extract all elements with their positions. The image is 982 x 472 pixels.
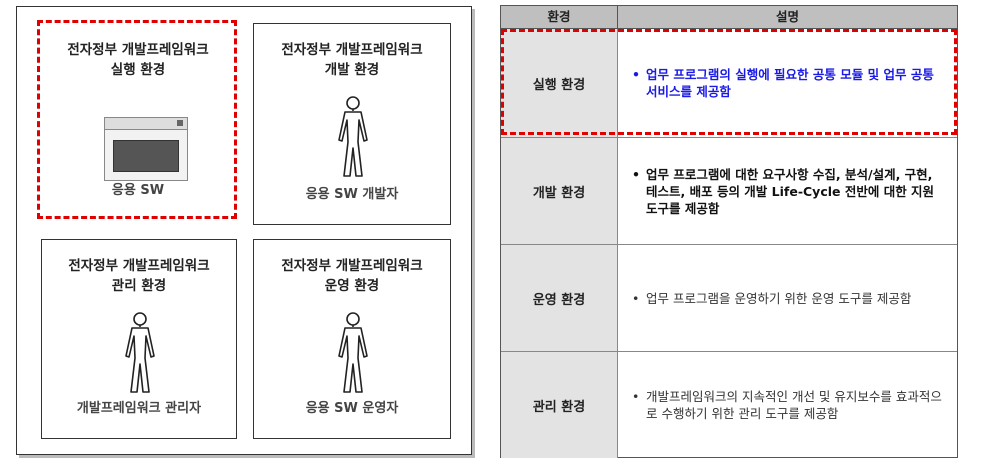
table-row-ops: 운영 환경 • 업무 프로그램을 운영하기 위한 운영 도구를 제공함	[501, 245, 957, 352]
box-runtime-caption: 응용 SW	[111, 183, 165, 198]
row-desc-cell: • 업무 프로그램의 실행에 필요한 공통 모듈 및 업무 공통서비스를 제공함	[618, 29, 957, 137]
row-desc-cell: • 업무 프로그램을 운영하기 위한 운영 도구를 제공함	[618, 245, 957, 351]
runtime-highlight-frame	[37, 20, 237, 219]
row-env-label: 실행 환경	[501, 29, 618, 137]
box-runtime-env: 전자정부 개발프레임워크 실행 환경 응용 SW	[41, 23, 235, 221]
box-dev-env: 전자정부 개발프레임워크 개발 환경 응용 SW 개발자	[253, 23, 451, 225]
person-icon	[338, 312, 368, 393]
runtime-row-highlight-frame	[501, 29, 957, 135]
bullet: •	[632, 389, 640, 404]
box-ops-caption: 응용 SW 운영자	[305, 401, 399, 416]
bullet: •	[632, 166, 640, 182]
box-mgmt-env: 전자정부 개발프레임워크 관리 환경 개발프레임워크 관리자	[41, 239, 237, 439]
box-dev-title-line1: 전자정부 개발프레임워크	[281, 42, 423, 58]
box-ops-env: 전자정부 개발프레임워크 운영 환경 응용 SW 운영자	[253, 239, 451, 439]
framework-diagram: 전자정부 개발프레임워크 실행 환경 응용 SW 전자정부 개발프레임워크 개발…	[16, 6, 472, 455]
row-desc: • 업무 프로그램을 운영하기 위한 운영 도구를 제공함	[626, 290, 911, 307]
row-desc: • 업무 프로그램에 대한 요구사항 수집, 분석/설계, 구현, 테스트, 배…	[626, 166, 943, 217]
row-desc-cell: • 개발프레임워크의 지속적인 개선 및 유지보수를 효과적으로 수행하기 위한…	[618, 352, 957, 458]
box-dev-title: 전자정부 개발프레임워크 개발 환경	[254, 40, 450, 80]
row-desc-text: 업무 프로그램에 대한 요구사항 수집, 분석/설계, 구현, 테스트, 배포 …	[646, 166, 935, 216]
person-icon	[125, 312, 155, 393]
box-dev-title-line2: 개발 환경	[324, 62, 380, 78]
box-dev-caption: 응용 SW 개발자	[305, 187, 399, 202]
row-desc: • 개발프레임워크의 지속적인 개선 및 유지보수를 효과적으로 수행하기 위한…	[626, 388, 943, 422]
header-env: 환경	[501, 6, 618, 28]
box-ops-title-line2: 운영 환경	[324, 278, 380, 294]
box-mgmt-title: 전자정부 개발프레임워크 관리 환경	[42, 256, 236, 296]
person-icon	[338, 96, 368, 177]
row-desc-text: 개발프레임워크의 지속적인 개선 및 유지보수를 효과적으로 수행하기 위한 관…	[646, 389, 942, 421]
row-env-label: 운영 환경	[501, 245, 618, 351]
table-header: 환경 설명	[501, 6, 957, 29]
box-ops-title: 전자정부 개발프레임워크 운영 환경	[254, 256, 450, 296]
box-runtime-title-line2: 실행 환경	[110, 62, 166, 78]
header-desc: 설명	[775, 9, 799, 24]
bullet: •	[632, 290, 640, 306]
environment-table: 환경 설명 실행 환경 • 업무 프로그램의 실행에 필요한 공통 모듈 및 업…	[500, 5, 958, 458]
table-row-runtime: 실행 환경 • 업무 프로그램의 실행에 필요한 공통 모듈 및 업무 공통서비…	[501, 29, 957, 138]
box-mgmt-title-line1: 전자정부 개발프레임워크	[68, 258, 210, 274]
table-row-mgmt: 관리 환경 • 개발프레임워크의 지속적인 개선 및 유지보수를 효과적으로 수…	[501, 352, 957, 458]
row-env-label: 개발 환경	[501, 138, 618, 244]
box-runtime-title: 전자정부 개발프레임워크 실행 환경	[42, 40, 234, 80]
box-mgmt-caption: 개발프레임워크 관리자	[76, 401, 202, 416]
box-ops-title-line1: 전자정부 개발프레임워크	[281, 258, 423, 274]
box-mgmt-title-line2: 관리 환경	[111, 278, 167, 294]
table-row-dev: 개발 환경 • 업무 프로그램에 대한 요구사항 수집, 분석/설계, 구현, …	[501, 138, 957, 245]
box-runtime-title-line1: 전자정부 개발프레임워크	[67, 42, 209, 58]
row-desc-text: 업무 프로그램의 실행에 필요한 공통 모듈 및 업무 공통서비스를 제공함	[646, 67, 934, 99]
row-desc-cell: • 업무 프로그램에 대한 요구사항 수집, 분석/설계, 구현, 테스트, 배…	[618, 138, 957, 244]
row-env-label: 관리 환경	[501, 352, 618, 458]
app-window-icon	[104, 117, 188, 181]
row-desc: • 업무 프로그램의 실행에 필요한 공통 모듈 및 업무 공통서비스를 제공함	[626, 66, 943, 100]
row-desc-text: 업무 프로그램을 운영하기 위한 운영 도구를 제공함	[646, 290, 912, 306]
bullet: •	[632, 67, 640, 82]
